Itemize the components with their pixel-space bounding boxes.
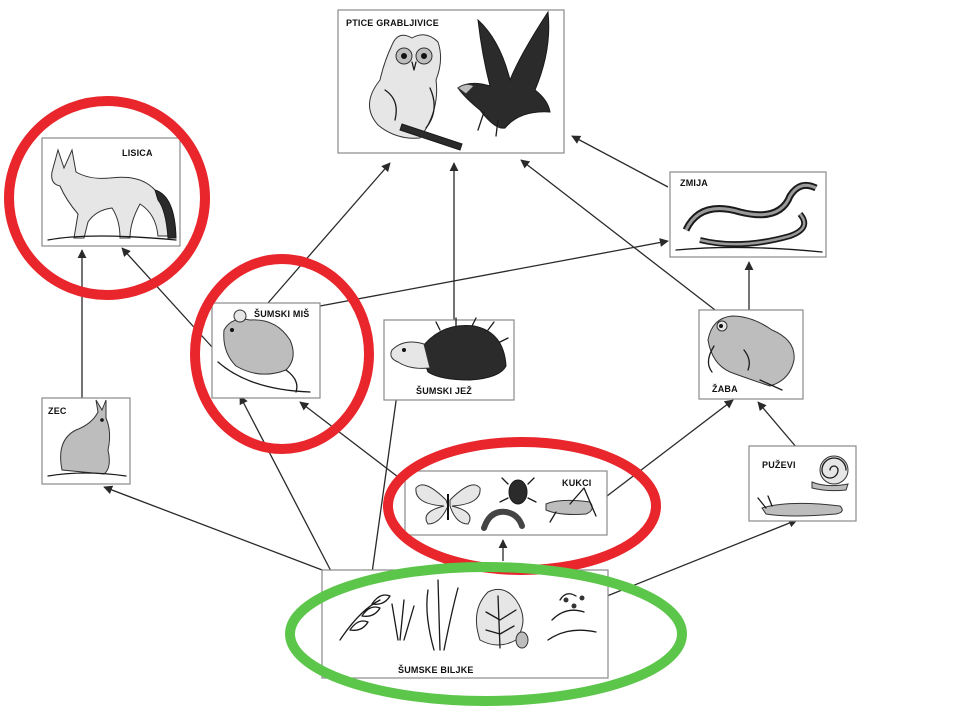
node-zec: ZEC [41, 397, 131, 485]
edge-kukci-zaba [606, 399, 734, 497]
edge-mis-ptice [267, 162, 391, 304]
edge-mis-zmija [319, 238, 669, 307]
hedgehog-icon [390, 317, 509, 381]
plants-icon [339, 579, 597, 651]
node-label: PUŽEVI [762, 459, 796, 470]
highlights [4, 96, 687, 706]
node-zmija: ZMIJA [669, 171, 827, 258]
edge-puzevi-zaba [757, 401, 798, 449]
highlight-sumske-biljke [285, 562, 687, 706]
node-kukci: KUKCI [404, 470, 608, 536]
node-label: KUKCI [562, 478, 592, 488]
snail-icon [757, 455, 849, 517]
edge-biljke-mis [239, 395, 333, 574]
node-label: ŠUMSKE BILJKE [398, 664, 474, 675]
node-ptice-grabljivice: PTICE GRABLJIVICE [337, 9, 565, 154]
node-label: PTICE GRABLJIVICE [346, 18, 439, 28]
node-label: LISICA [122, 148, 153, 158]
node-puzevi: PUŽEVI [748, 445, 857, 522]
edge-zmija-ptice [571, 135, 669, 188]
edge-biljke-jez [371, 386, 402, 574]
node-lisica: LISICA [41, 137, 181, 247]
node-label: ZMIJA [680, 178, 708, 188]
highlight-sumski-mis [190, 254, 374, 454]
mouse-icon [217, 309, 311, 393]
node-zaba: ŽABA [698, 309, 804, 400]
node-sumski-mis: ŠUMSKI MIŠ [211, 302, 321, 399]
edge-kukci-mis [299, 401, 403, 481]
node-label: ZEC [48, 406, 67, 416]
hare-icon [47, 399, 127, 477]
fox-icon [47, 148, 177, 241]
owl-and-eagle-icon [369, 10, 551, 151]
edge-biljke-zec [103, 485, 331, 574]
node-sumske-biljke: ŠUMSKE BILJKE [321, 569, 609, 679]
edge-zaba-ptice [520, 159, 729, 321]
edges [77, 135, 798, 599]
node-label: ŠUMSKI MIŠ [254, 308, 310, 319]
node-label: ŠUMSKI JEŽ [416, 385, 472, 396]
highlight-lisica [4, 96, 210, 300]
node-label: ŽABA [712, 383, 738, 394]
node-sumski-jez: ŠUMSKI JEŽ [383, 317, 515, 401]
frog-icon [707, 315, 795, 391]
insects-icon [415, 477, 597, 531]
snake-icon [675, 181, 823, 253]
